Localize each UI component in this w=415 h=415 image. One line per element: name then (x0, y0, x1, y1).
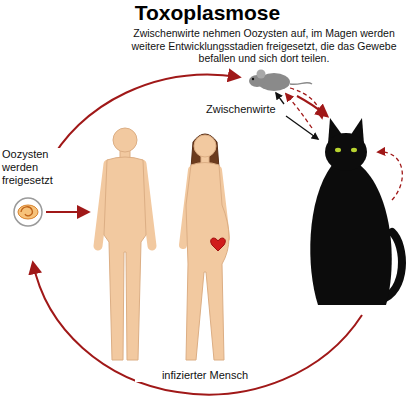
oocyst-icon (14, 198, 42, 226)
pointer-arrow (286, 116, 318, 139)
human-label: infizierter Mensch (135, 369, 275, 382)
cycle-arrow (46, 211, 88, 213)
heart-symbol (211, 238, 226, 251)
man-figure (98, 128, 152, 360)
woman-figure (183, 134, 229, 360)
cycle-arrow (47, 75, 239, 167)
pointer-arrows (276, 93, 318, 139)
dashed-arrow (286, 94, 312, 128)
oocyst-label: Oozysten werden freigesetzt (2, 148, 68, 188)
diagram-title: Toxoplasmose (0, 1, 415, 25)
host-label: Zwischenwirte (206, 103, 282, 116)
cycle-note: Zwischenwirte nehmen Oozysten auf, im Ma… (118, 27, 410, 65)
cat-figure (310, 118, 402, 305)
dashed-arrow (378, 152, 402, 200)
dashed-arrow (290, 88, 322, 118)
mouse-figure (249, 70, 312, 92)
